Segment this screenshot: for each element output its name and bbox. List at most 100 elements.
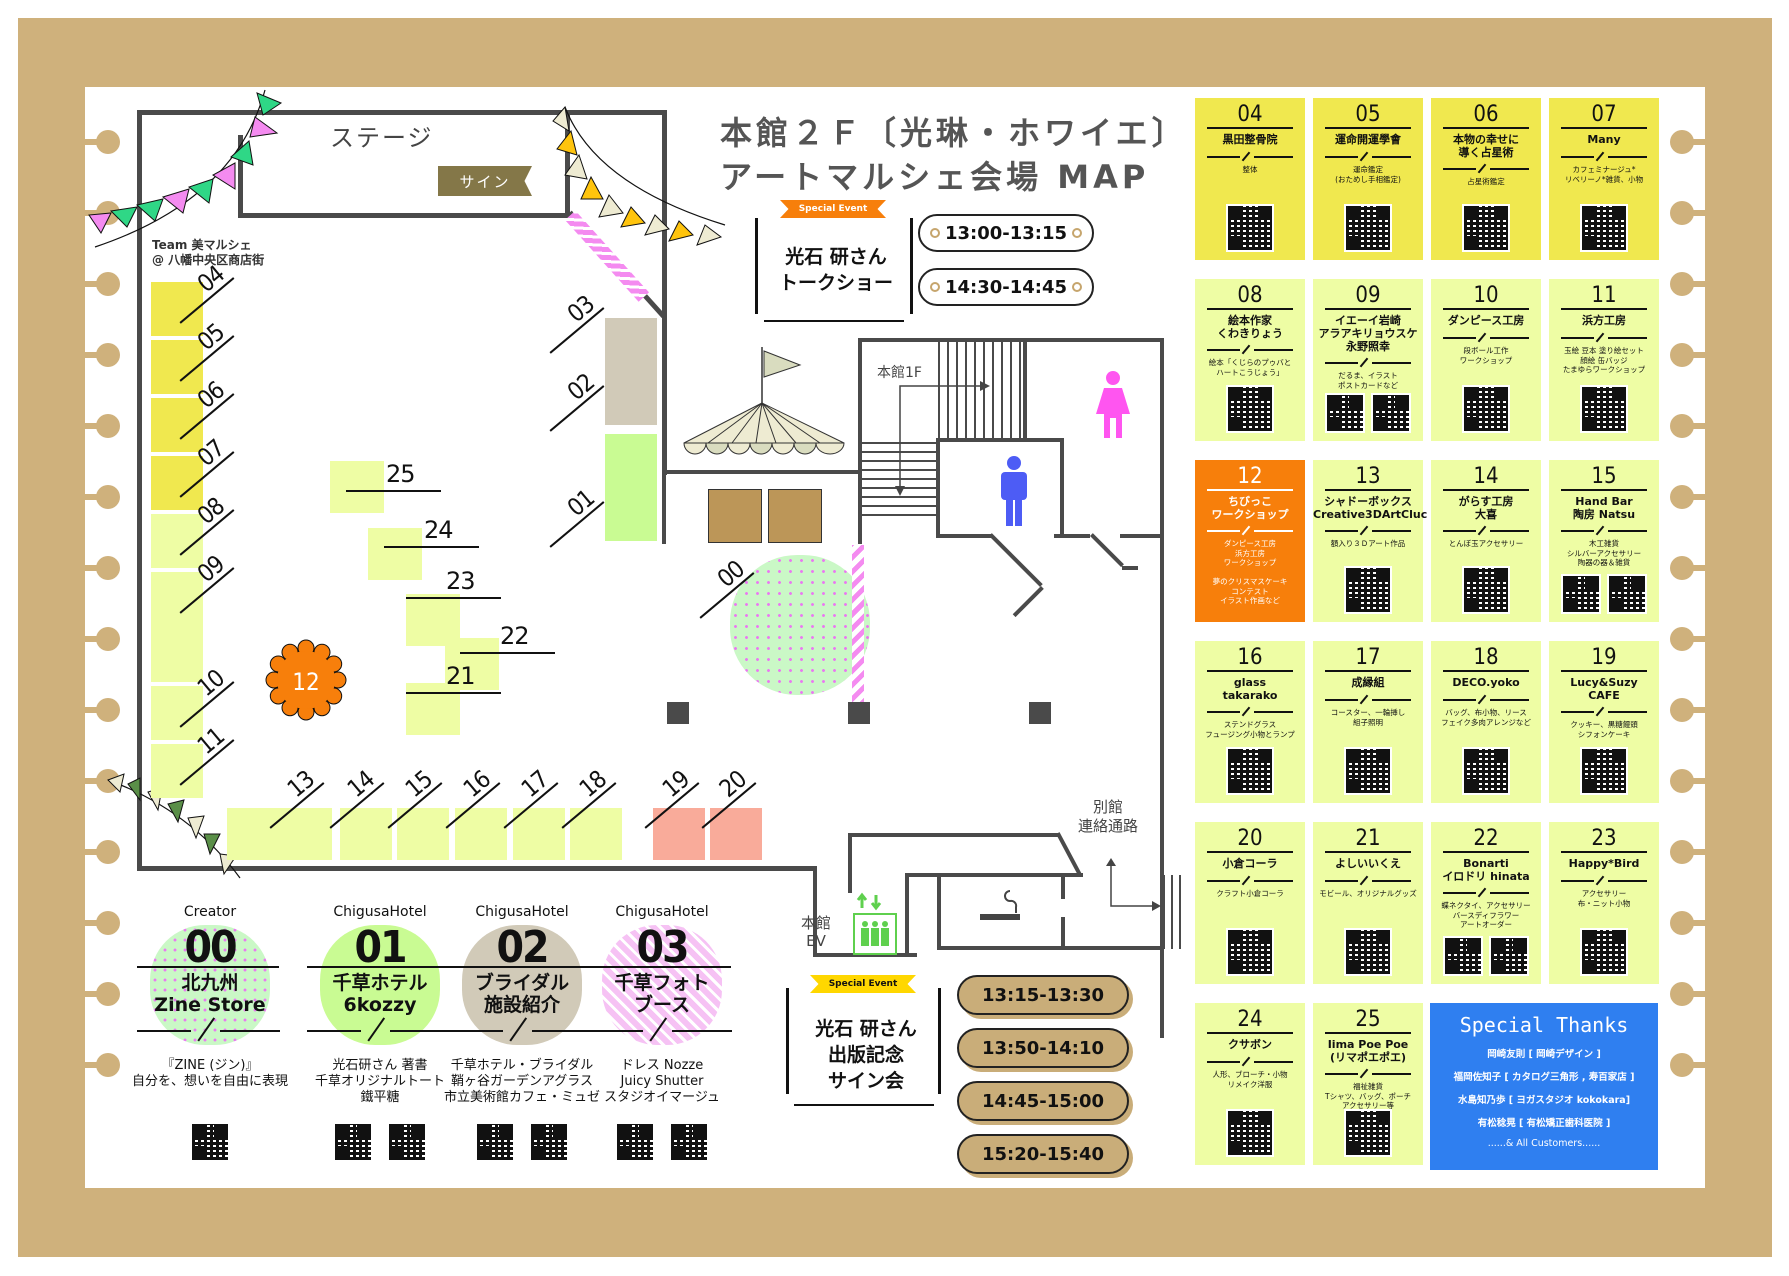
booth-17[interactable] [513, 808, 565, 860]
signing-name: 光石 研さん [815, 1018, 917, 1040]
booth-25[interactable] [330, 461, 384, 513]
booth-name: 北九州 Zine Store [154, 972, 266, 1016]
pill-dot-icon [930, 282, 940, 292]
booth-card-name: がらす工房 大喜 [1458, 495, 1514, 521]
qr-code-icon[interactable] [1607, 574, 1647, 614]
booth-14[interactable] [340, 808, 392, 860]
booth-18[interactable] [570, 808, 622, 860]
booth-09[interactable] [151, 572, 203, 682]
qr-code-icon[interactable] [1462, 385, 1510, 433]
qr-code-icon[interactable] [1226, 385, 1274, 433]
booth-00-table[interactable] [708, 489, 762, 543]
qr-code-icon[interactable] [1462, 566, 1510, 614]
booth-card-number: 12 [1237, 464, 1263, 489]
team-label-line1: Team 美マルシェ [152, 238, 252, 252]
qr-code-icon[interactable] [1344, 566, 1392, 614]
qr-code-icon[interactable] [615, 1122, 655, 1162]
booth-00-table[interactable] [768, 489, 822, 543]
smoking-area-icon [980, 890, 1020, 920]
booth-22[interactable] [445, 638, 499, 690]
qr-code-icon[interactable] [387, 1122, 427, 1162]
binder-ring-stem [1690, 707, 1706, 713]
booth-00-area[interactable] [730, 555, 870, 695]
booth-21[interactable] [406, 683, 460, 735]
rule [1325, 670, 1411, 672]
booth-01[interactable] [605, 434, 657, 541]
booth-card-name: 成縁組 [1351, 676, 1385, 689]
booth-15[interactable] [397, 808, 449, 860]
qr-codes [1549, 928, 1659, 976]
qr-code-icon[interactable] [1344, 1109, 1392, 1157]
qr-code-icon[interactable] [1580, 204, 1628, 252]
booth-12-marker[interactable]: 12 [264, 638, 348, 722]
qr-code-icon[interactable] [190, 1122, 230, 1162]
booth-card-description: 人形、ブローチ・小物 リメイク洋服 [1212, 1070, 1288, 1089]
qr-code-icon[interactable] [475, 1122, 515, 1162]
qr-code-icon[interactable] [1226, 928, 1274, 976]
qr-code-icon[interactable] [529, 1122, 569, 1162]
binder-ring-stem [1690, 920, 1706, 926]
qr-code-icon[interactable] [1226, 1109, 1274, 1157]
qr-code-icon[interactable] [1226, 204, 1274, 252]
qr-code-icon[interactable] [1344, 747, 1392, 795]
wall [1054, 534, 1090, 538]
qr-code-icon[interactable] [1443, 936, 1483, 976]
talk-time: 13:00-13:15 [944, 222, 1068, 244]
booth-category: ChigusaHotel [615, 904, 709, 920]
pill-dot-icon [1072, 282, 1082, 292]
qr-code-icon[interactable] [1580, 747, 1628, 795]
booth-24[interactable] [368, 528, 422, 580]
binder-ring-stem [1690, 423, 1706, 429]
qr-code-icon[interactable] [1226, 747, 1274, 795]
booth-13[interactable] [227, 808, 332, 860]
qr-code-icon[interactable] [1462, 204, 1510, 252]
qr-code-icon[interactable] [1462, 747, 1510, 795]
qr-code-icon[interactable] [1325, 393, 1365, 433]
booth-card-description: 絵本「くじらのプゥバと ハートこうじょう」 [1208, 358, 1292, 377]
qr-code-icon[interactable] [1580, 385, 1628, 433]
booth-02[interactable] [605, 318, 657, 425]
booth-16[interactable] [455, 808, 507, 860]
booth-23[interactable] [406, 594, 460, 646]
ev-label-line2: EV [806, 932, 826, 950]
booth-20[interactable] [710, 808, 762, 860]
map-title-line1: 本館２Ｆ〔光琳・ホワイエ〕 [720, 114, 1188, 152]
qr-code-icon[interactable] [1344, 204, 1392, 252]
qr-code-icon[interactable] [1489, 936, 1529, 976]
team-label-line2: @ 八幡中央区商店街 [152, 253, 265, 267]
booth-card-number: 05 [1355, 102, 1381, 127]
qr-code-icon[interactable] [1580, 928, 1628, 976]
qr-codes [310, 1122, 450, 1162]
qr-code-icon[interactable] [1561, 574, 1601, 614]
signing-time: 13:50-14:10 [981, 1037, 1105, 1059]
qr-code-icon[interactable] [1371, 393, 1411, 433]
qr-code-icon[interactable] [669, 1122, 709, 1162]
separator [1207, 149, 1293, 163]
wall [662, 110, 667, 475]
qr-code-icon[interactable] [333, 1122, 373, 1162]
booth-19[interactable] [653, 808, 705, 860]
qr-code-icon[interactable] [1344, 928, 1392, 976]
